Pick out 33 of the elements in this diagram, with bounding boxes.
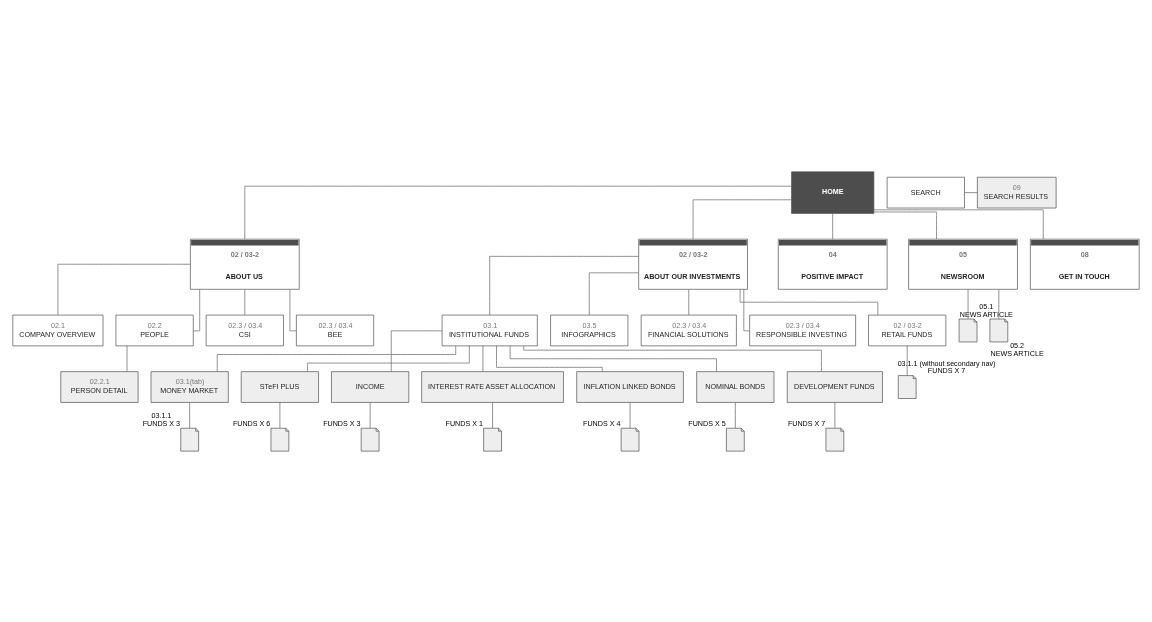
connector [369, 401, 371, 428]
connector [964, 191, 978, 193]
connector [688, 288, 690, 315]
connector [289, 288, 297, 331]
connector [390, 329, 443, 372]
connector [734, 401, 736, 428]
connector [998, 288, 1000, 319]
connector [629, 401, 631, 428]
connector [244, 185, 792, 239]
connector [307, 345, 470, 372]
connector [692, 198, 792, 239]
connector [193, 288, 201, 331]
connector [523, 345, 822, 372]
connector [832, 212, 834, 239]
connector [906, 345, 908, 376]
connector [492, 401, 493, 428]
connector [489, 255, 639, 315]
connector [279, 401, 281, 428]
connector [57, 263, 191, 315]
connector [216, 345, 457, 372]
connector [496, 345, 603, 372]
connector [873, 208, 1044, 239]
connector [482, 345, 484, 372]
connector [743, 288, 750, 331]
connector [189, 401, 191, 428]
connector [588, 271, 639, 315]
connector [126, 345, 128, 372]
connector [739, 288, 879, 315]
connector [834, 401, 836, 428]
connector [873, 211, 937, 239]
connector [967, 288, 969, 319]
connector [244, 288, 246, 315]
connector [509, 345, 717, 372]
